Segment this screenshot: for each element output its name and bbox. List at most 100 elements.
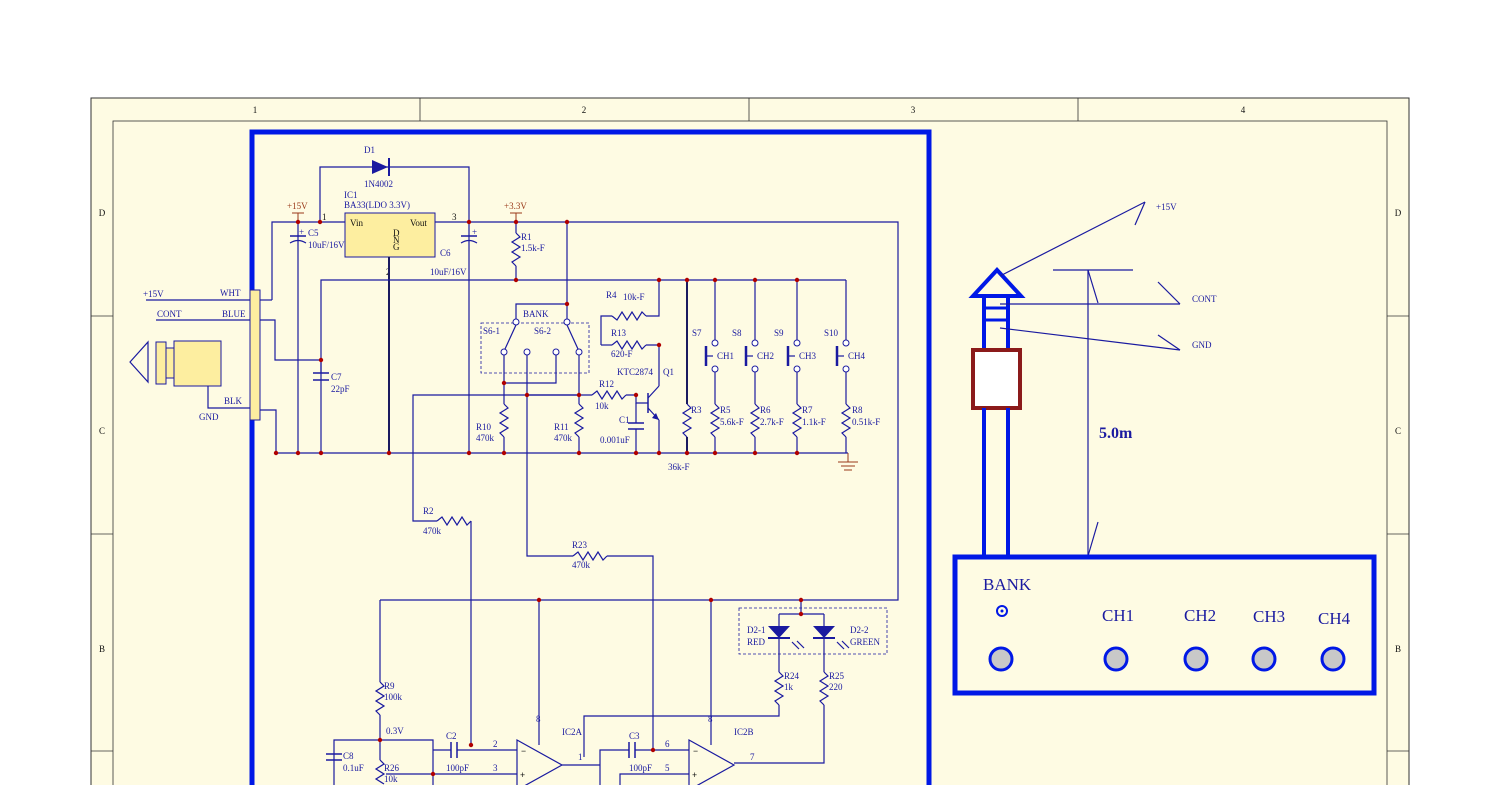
ic2a-pin8: 8 [536, 714, 541, 724]
ic2b-pin5: 5 [665, 763, 670, 773]
r3-label: R3 [691, 405, 702, 415]
conn-blk-label: BLK [224, 396, 243, 406]
junctions [273, 219, 804, 777]
r24-resistor: R24 1k [583, 638, 800, 757]
r9-value: 100k [384, 692, 403, 702]
r10-value: 470k [476, 433, 495, 443]
bank-switch: BANK S6-1 S6-2 [480, 222, 590, 396]
r25-resistor: R25 220 [734, 638, 845, 764]
ic2b-label: IC2B [734, 727, 754, 737]
column-label-3: 3 [911, 105, 916, 115]
length-dimension: 5.0m [1053, 269, 1133, 557]
r10-resistor: R10 470k [476, 383, 510, 453]
conn-cont-label: CONT [157, 309, 182, 319]
input-connector: +15V WHT CONT BLUE BLK GND [129, 288, 321, 453]
ic2b-pin8: 8 [708, 714, 713, 724]
svg-text:+: + [472, 227, 477, 237]
c6-value: 10uF/16V [430, 267, 467, 277]
r6-resistor: R6 2.7k-F [749, 372, 784, 453]
r4-value: 10k-F [623, 292, 645, 302]
row-label-c-left: C [99, 426, 105, 436]
ic2a-opamp: − + IC2A 2 3 1 8 [493, 714, 600, 785]
circuit-highlight-box [249, 129, 932, 785]
r5-resistor: R5 5.6k-F [709, 372, 744, 453]
ic1-gnd-g: G [393, 242, 400, 252]
q1-label: Q1 [663, 367, 674, 377]
ch2-switch-label: CH2 [757, 351, 774, 361]
c2-capacitor: C2 100pF [433, 731, 517, 773]
p33v-label: +3.3V [504, 201, 527, 211]
s7-label: S7 [692, 328, 702, 338]
c5-plus: + [299, 227, 304, 237]
sheet-inner-border [112, 120, 1388, 785]
q1-transistor: KTC2874 Q1 [617, 367, 674, 453]
r24-label: R24 [784, 671, 800, 681]
ic1-label: IC1 [344, 190, 358, 200]
r13-label: R13 [611, 328, 627, 338]
d21-color: RED [747, 637, 766, 647]
r5-label: R5 [720, 405, 731, 415]
conn-15v-label: +15V [143, 289, 164, 299]
row-label-d-right: D [1395, 208, 1402, 218]
s9-label: S9 [774, 328, 784, 338]
r23-value: 470k [572, 560, 591, 570]
v03-label: 0.3V [386, 726, 404, 736]
ground-symbol [838, 453, 858, 471]
ch4-button [1320, 646, 1346, 672]
c2-value: 100pF [446, 763, 469, 773]
row-label-d-left: D [99, 208, 106, 218]
row-label-b-left: B [99, 644, 105, 654]
c1-label: C1 [619, 415, 630, 425]
sheet-frame [90, 97, 1410, 785]
r26-resistor: R26 10k [374, 740, 400, 785]
d22-color: GREEN [850, 637, 880, 647]
r8-value: 0.51k-F [852, 417, 880, 427]
panel-ch1-label: CH1 [1102, 606, 1134, 625]
probe-plug-body [971, 348, 1022, 410]
ic2b-pin6: 6 [665, 739, 670, 749]
r24-value: 1k [784, 682, 794, 692]
c8-capacitor: C8 0.1uF [326, 751, 364, 773]
row-label-b-right: B [1395, 644, 1401, 654]
panel-cont-label: CONT [1192, 294, 1217, 304]
bank-button [988, 646, 1014, 672]
c7-label: C7 [331, 372, 342, 382]
column-label-2: 2 [582, 105, 587, 115]
r10-label: R10 [476, 422, 492, 432]
ch1-switch-label: CH1 [717, 351, 734, 361]
panel-gnd-label: GND [1192, 340, 1212, 350]
r1-value: 1.5k-F [521, 243, 545, 253]
r12-value: 10k [595, 401, 609, 411]
d21-label: D2-1 [747, 625, 766, 635]
p15v-label: +15V [287, 201, 308, 211]
r26-label: R26 [384, 763, 400, 773]
c7-value: 22pF [331, 384, 350, 394]
svg-text:−: − [521, 746, 526, 756]
c5-label: C5 [308, 228, 319, 238]
ic2a-pin3: 3 [493, 763, 498, 773]
svg-text:−: − [693, 746, 698, 756]
control-panel-box: BANK CH1 CH2 CH3 CH4 [952, 554, 1377, 696]
r8-resistor: R8 0.51k-F [840, 372, 880, 453]
svg-text:+: + [520, 770, 525, 780]
s7-switch: S7 CH1 [692, 280, 734, 373]
panel-ch2-label: CH2 [1184, 606, 1216, 625]
s62-label: S6-2 [534, 326, 551, 336]
r4-label: R4 [606, 290, 617, 300]
ic2a-pin1: 1 [578, 752, 583, 762]
r11-label: R11 [554, 422, 569, 432]
ch4-switch-label: CH4 [848, 351, 866, 361]
r12-label: R12 [599, 379, 614, 389]
c7-capacitor: C7 22pF [313, 360, 350, 394]
r2-label: R2 [423, 506, 434, 516]
r7-resistor: R7 1.1k-F [791, 372, 826, 453]
r1-label: R1 [521, 232, 532, 242]
d22-label: D2-2 [850, 625, 869, 635]
s61-label: S6-1 [483, 326, 500, 336]
ic1-vin: Vin [350, 218, 363, 228]
c5-capacitor: + C5 10uF/16V [289, 227, 345, 250]
r13-value: 620-F [611, 349, 633, 359]
c8-label: C8 [343, 751, 354, 761]
ic1-pin3: 3 [452, 212, 457, 222]
ic1-pin1: 1 [322, 212, 327, 222]
